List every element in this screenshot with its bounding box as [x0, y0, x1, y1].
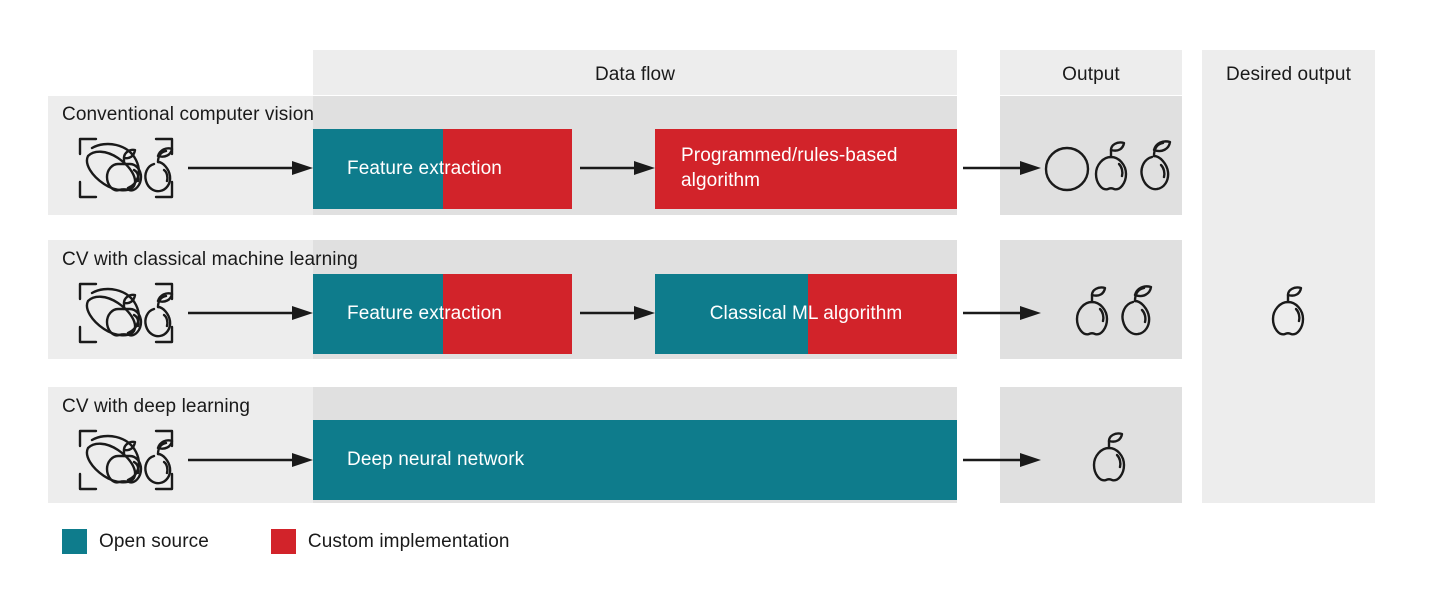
stage-label: Feature extraction — [347, 302, 502, 324]
legend-swatch-custom-implementation — [270, 529, 296, 554]
bar-segment-open-source — [313, 274, 443, 354]
arrow-input-to-stage-deep-learning — [188, 453, 313, 467]
output-icon-circle — [1044, 141, 1090, 193]
stage-bar-feature-extraction-classical-ml[interactable]: Feature extraction — [313, 274, 572, 354]
column-header-dataflow: Data flow — [594, 64, 676, 85]
desired-output-icon-apple — [1265, 286, 1311, 338]
fruit-scan-icon — [66, 134, 186, 202]
bar-segment-open-source — [313, 129, 443, 209]
row-label-classical-ml: CV with classical machine learning — [62, 249, 358, 270]
bar-segment-custom-implementation — [443, 129, 572, 209]
arrow-input-to-stage-classical-ml — [188, 306, 313, 320]
stage-bar-classical-ml-algorithm[interactable]: Classical ML algorithm — [655, 274, 957, 354]
stage-bar-feature-extraction-conventional[interactable]: Feature extraction — [313, 129, 572, 209]
output-icon-apple — [1069, 286, 1115, 338]
output-icon-pear — [1111, 282, 1155, 338]
legend-label: Open source — [99, 530, 209, 552]
row-label-conventional: Conventional computer vision — [62, 104, 315, 125]
bar-segment-open-source — [313, 420, 957, 500]
stage-label: Deep neural network — [347, 448, 525, 470]
arrow-stage1-to-stage2-classical-ml — [580, 306, 655, 320]
column-header-desired-output: Desired output — [1226, 64, 1351, 85]
arrow-input-to-stage-conventional — [188, 161, 313, 175]
legend-item-open-source: Open source — [62, 529, 209, 554]
stage-bar-programmed-rules-based-algorithm[interactable]: Programmed/rules-based algorithm — [655, 129, 957, 209]
stage-bar-deep-neural-network[interactable]: Deep neural network — [313, 420, 957, 500]
stage-label: Programmed/rules-based algorithm — [681, 145, 898, 191]
fruit-scan-icon — [66, 279, 186, 347]
row-band-deep-learning-output — [1000, 387, 1182, 503]
legend-label: Custom implementation — [307, 530, 510, 552]
stage-label: Classical ML algorithm — [709, 302, 903, 324]
bar-segment-custom-implementation — [443, 274, 572, 354]
legend-item-custom-implementation: Custom implementation — [270, 529, 510, 554]
column-header-output: Output — [1062, 64, 1120, 85]
row-band-classical-ml-left — [48, 240, 313, 359]
arrow-stage2-to-output-classical-ml — [963, 306, 1041, 320]
row-band-conventional-left — [48, 96, 313, 215]
row-label-deep-learning: CV with deep learning — [62, 396, 250, 417]
legend: Open source Custom implementation — [62, 529, 510, 554]
legend-swatch-open-source — [62, 529, 87, 554]
bar-segment-custom-implementation — [808, 274, 957, 354]
arrow-stage-to-output-deep-learning — [963, 453, 1041, 467]
column-band-dataflow — [313, 50, 957, 95]
arrow-stage1-to-stage2-conventional — [580, 161, 655, 175]
arrow-stage2-to-output-conventional — [963, 161, 1041, 175]
output-icon-apple — [1088, 141, 1134, 193]
stage-label: Feature extraction — [347, 157, 502, 179]
output-icon-pear — [1130, 137, 1174, 193]
output-icon-apple — [1086, 432, 1132, 484]
fruit-scan-icon — [66, 426, 186, 494]
column-band-output — [1000, 50, 1182, 95]
row-band-conventional-output — [1000, 96, 1182, 215]
bar-segment-open-source — [655, 274, 808, 354]
bar-segment-custom-implementation — [655, 129, 957, 209]
column-band-desired-output — [1202, 50, 1375, 503]
